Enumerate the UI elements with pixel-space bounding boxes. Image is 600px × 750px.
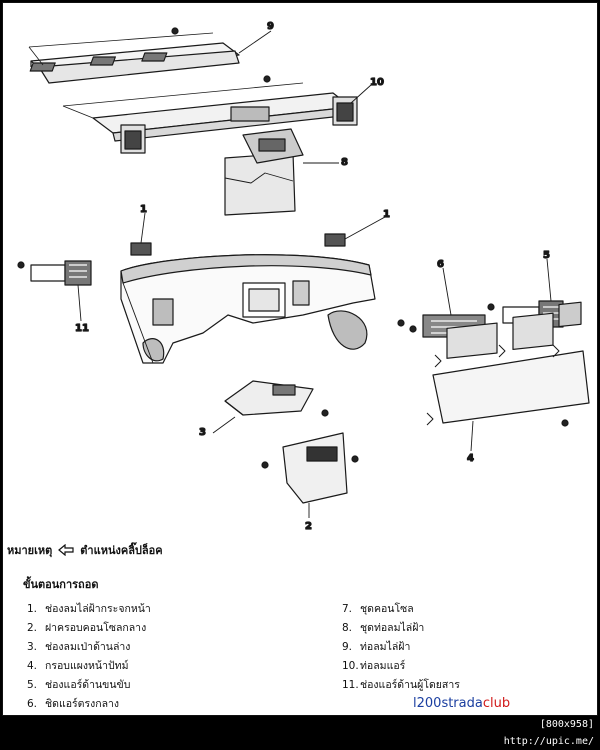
resolution-bar: [800x958] http://upic.me/	[503, 719, 594, 747]
callout-3: 3	[199, 427, 206, 438]
legend-title: ขั้นตอนการถอด	[23, 578, 99, 591]
screw-icon	[17, 261, 25, 269]
screw-icon	[263, 75, 271, 83]
callout-1-left: 1	[140, 204, 147, 215]
screw-icon	[321, 409, 329, 417]
part-4-instrument-bezel	[426, 301, 590, 426]
part-1-defroster-grille-left	[130, 242, 152, 256]
part-8-defroster-duct-set	[224, 128, 304, 216]
callout-11: 11	[75, 323, 89, 334]
screw-icon	[261, 455, 359, 469]
note-text: ตำแหน่งคลิ๊ปล็อค	[80, 544, 163, 557]
screw-icon	[171, 27, 179, 35]
callout-10: 10	[370, 77, 384, 88]
callout-2: 2	[305, 521, 312, 532]
screw-icon	[487, 303, 495, 311]
callout-6: 6	[437, 259, 444, 270]
list-item: 9.ท่อลมไล่ฝ้า	[342, 641, 411, 653]
legend-list-left: 1.ช่องลมไล่ฝ้ากระจกหน้า 2.ฝาครอบคอนโซลกล…	[27, 600, 151, 714]
note-label: หมายเหตุ	[7, 544, 53, 557]
exploded-dashboard-diagram: 9 10 8 1 1 6 5 11 3 4 2	[17, 20, 590, 533]
callout-8: 8	[341, 157, 348, 168]
list-item: 5.ช่องแอร์ด้านขนขับ	[27, 679, 131, 691]
list-item: 11.ช่องแอร์ด้านผู้โดยสาร	[342, 679, 460, 691]
list-item: 8.ชุดท่อลมไล่ฝ้า	[342, 622, 425, 634]
part-9-defroster-duct	[28, 32, 240, 84]
list-item: 6.ชิดแอร์ตรงกลาง	[27, 698, 120, 710]
list-item: 7.ชุดคอนโซล	[342, 603, 414, 615]
dashboard-body	[120, 254, 376, 364]
callout-1-right: 1	[383, 209, 390, 220]
part-3-lower-air-outlet	[224, 380, 314, 416]
part-1-defroster-grille-right	[324, 233, 346, 247]
leader-lines	[77, 30, 552, 518]
list-item: 4.กรอบแผงหน้าปัทม์	[27, 660, 129, 672]
list-item: 10.ท่อลมแอร์	[342, 660, 406, 672]
screw-icon	[561, 419, 569, 427]
callout-5: 5	[543, 250, 550, 261]
legend-list-right: 7.ชุดคอนโซล 8.ชุดท่อลมไล่ฝ้า 9.ท่อลมไล่ฝ…	[342, 600, 460, 695]
screw-icon	[397, 319, 417, 333]
callout-9: 9	[267, 21, 274, 32]
list-item: 1.ช่องลมไล่ฝ้ากระจกหน้า	[27, 603, 151, 615]
clip-arrow-icon	[58, 544, 74, 556]
watermark-brand: l200stradaclub	[413, 696, 511, 711]
part-11-passenger-vent	[30, 260, 92, 286]
list-item: 3.ช่องลมเป่าด้านล่าง	[27, 641, 131, 653]
clip-note: หมายเหตุ ตำแหน่งคลิ๊ปล็อค	[7, 541, 163, 559]
list-item: 2.ฝาครอบคอนโซลกลาง	[27, 622, 147, 634]
callout-4: 4	[467, 453, 474, 464]
part-10-air-duct	[62, 82, 358, 154]
part-2-center-console-cover	[282, 432, 348, 504]
diagram-frame: 9 10 8 1 1 6 5 11 3 4 2 หมายเหตุ ตำแหน่ง…	[2, 2, 598, 716]
